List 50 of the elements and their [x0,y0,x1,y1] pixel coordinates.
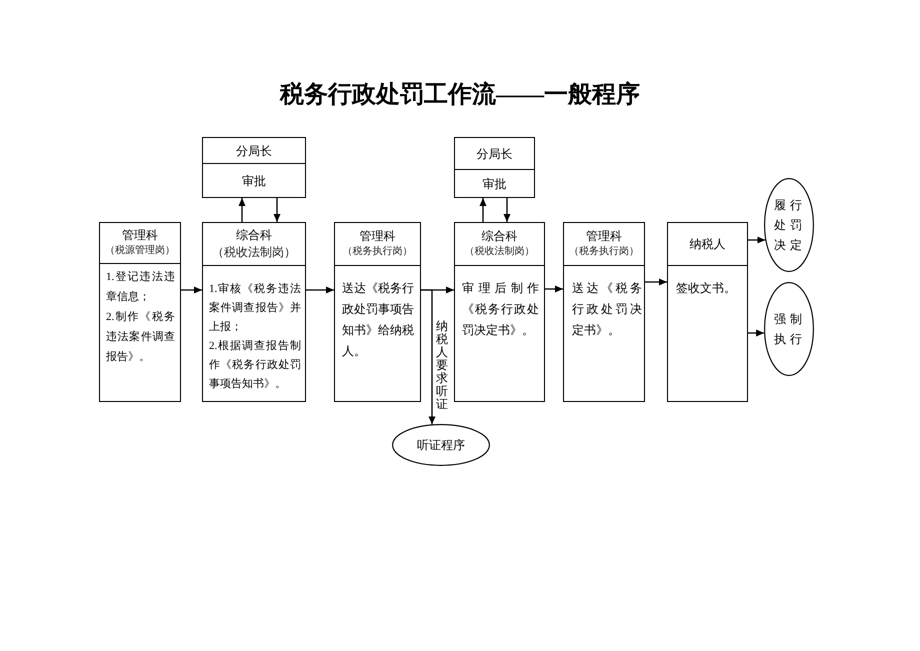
body-text: 审理后制作《税务行政处罚决定书》。 [462,280,539,339]
subheading: （税务执行岗） [569,244,639,259]
node-label: 听证程序 [416,437,466,453]
subheading: （税源管理岗） [105,244,175,258]
process-box [563,222,645,402]
oval-node [764,282,814,376]
arrow [306,286,334,294]
heading: 综合科 [236,227,272,243]
body-text: 签收文书。 [676,280,737,297]
heading: 管理科 [122,227,158,243]
body-text: 1.审核《税务违法案件调查报告》并上报； [209,282,301,335]
process-box [202,137,306,198]
body-text: 2.制作《税务违法案件调查报告》。 [106,310,175,365]
body-text: 2.根据调查报告制作《税务行政处罚事项告知书》。 [209,338,301,392]
process-box [334,222,421,402]
arrow [480,198,486,222]
body-text: 送达《税务行政处罚决定书》。 [572,280,642,339]
body-text: 审批 [482,176,506,192]
process-box [202,222,306,402]
arrow [421,289,436,424]
heading: 分局长 [476,146,512,162]
heading: 管理科 [586,228,622,244]
arrow [504,198,510,222]
arrow [748,236,766,244]
node-label: 强制执行 [773,311,807,348]
subheading: （税收法制岗） [464,244,534,259]
body-text: 送达《税务行政处罚事项告知书》给纳税人。 [342,280,414,360]
body-text: 审批 [242,172,266,190]
oval-node [764,178,814,272]
subheading: （税务执行岗） [342,244,412,259]
process-box [99,222,181,402]
title: 税务行政处罚工作流——一般程序 [280,82,640,108]
heading: 纳税人 [690,236,726,252]
heading: 综合科 [482,228,518,244]
heading: 分局长 [236,142,272,158]
oval-node [392,424,490,466]
arrow [181,286,202,294]
edge-label: 纳税人要求听证 [436,320,448,411]
arrow [238,198,246,222]
process-box [454,222,545,402]
arrow [545,286,563,292]
body-text: 1.登记违法违章信息； [106,270,175,305]
heading: 管理科 [360,228,396,244]
subheading: （税收法制岗） [212,244,296,261]
process-box [454,137,535,198]
arrow [274,198,280,222]
arrow [645,278,667,286]
arrow [748,330,764,336]
node-label: 履行处罚决定 [773,197,807,254]
process-box [667,222,748,402]
